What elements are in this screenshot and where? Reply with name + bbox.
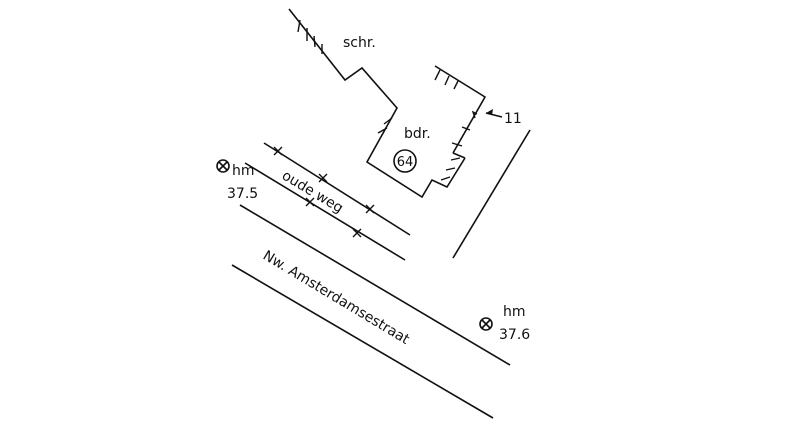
marker-left-prefix: hm: [232, 163, 255, 179]
hatching-marks: [297, 19, 478, 181]
marker-right-prefix: hm: [503, 304, 526, 320]
parcel-number: 64: [397, 155, 414, 170]
building-notch: [452, 152, 466, 159]
label-bdr: bdr.: [404, 126, 431, 142]
boundary-cross-marks: [273, 146, 375, 238]
arrow-number: 11: [504, 111, 522, 127]
old-road-upper-line: [263, 142, 411, 236]
building-boundary-top: [288, 8, 466, 199]
street-lower-line: [231, 264, 494, 419]
marker-right-value: 37.6: [499, 327, 530, 343]
marker-left-value: 37.5: [227, 186, 258, 202]
survey-marker-left-icon: [216, 159, 230, 173]
survey-marker-right-icon: [479, 317, 493, 331]
street-upper-line: [239, 204, 511, 366]
parcel-circle: [393, 149, 417, 173]
boundary-line-right: [452, 129, 531, 259]
building-boundary-right: [434, 65, 487, 154]
arrowhead-icon: [486, 109, 493, 115]
old-road-lower-line: [244, 162, 406, 261]
label-schr: schr.: [343, 35, 376, 51]
label-old-road: oude weg: [279, 168, 346, 217]
